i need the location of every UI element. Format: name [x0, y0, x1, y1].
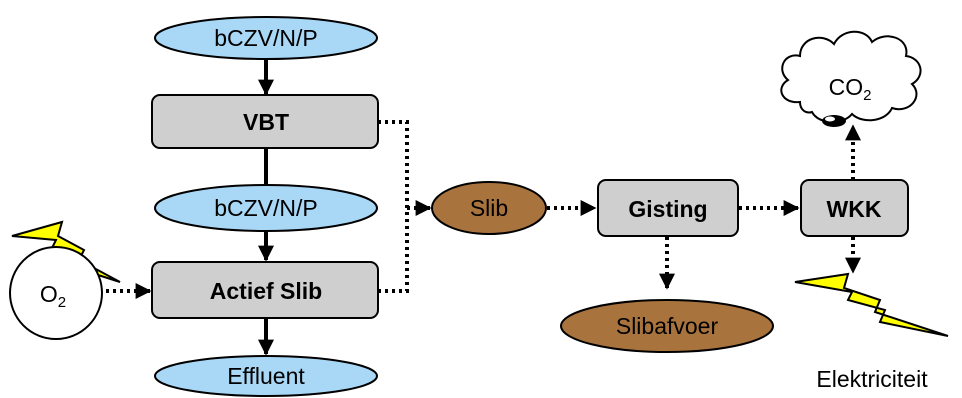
mid-stream-node: bCZV/N/P	[154, 184, 378, 232]
vbt-box	[151, 94, 379, 149]
wkk-label: WKK	[827, 196, 882, 222]
oxygen-label: O2	[40, 281, 66, 311]
slib-ellipse	[431, 181, 547, 235]
gisting-label: Gisting	[628, 196, 707, 222]
mid-stream-label: bCZV/N/P	[214, 195, 318, 221]
elektriciteit-label: Elektriciteit	[816, 366, 928, 392]
effluent-label: Effluent	[227, 363, 305, 389]
oxygen-node: O2	[9, 220, 121, 340]
influent-label: bCZV/N/P	[214, 25, 318, 51]
oxygen-circle	[9, 246, 103, 340]
co2-label: CO2	[829, 74, 872, 104]
influent-ellipse	[154, 16, 378, 60]
vbt-node: VBT	[151, 94, 379, 149]
dotted-actief-slib-to-slib	[378, 208, 409, 293]
co2-cloud-puff-icon	[822, 115, 846, 127]
effluent-node: Effluent	[154, 355, 378, 397]
actief-slib-node: Actief Slib	[151, 261, 379, 319]
slibafvoer-ellipse	[560, 299, 774, 353]
slib-node: Slib	[431, 181, 547, 235]
mid-stream-ellipse	[154, 184, 378, 232]
co2-cloud-puff-highlight	[825, 116, 835, 122]
wkk-node: WKK	[800, 179, 909, 237]
lightning-elektriciteit-icon	[794, 272, 949, 337]
slib-label: Slib	[470, 195, 508, 221]
co2-node: CO2	[780, 30, 922, 127]
connectors	[106, 60, 861, 356]
influent-node: bCZV/N/P	[154, 16, 378, 60]
wkk-box	[800, 179, 909, 237]
actief-slib-label: Actief Slib	[210, 278, 322, 304]
dotted-vbt-to-slib	[378, 120, 409, 208]
gisting-box	[597, 179, 739, 237]
slibafvoer-node: Slibafvoer	[560, 299, 774, 353]
elektriciteit-node: Elektriciteit	[794, 272, 949, 392]
effluent-ellipse	[154, 355, 378, 397]
actief-slib-box	[151, 261, 379, 319]
vbt-label: VBT	[243, 109, 289, 135]
slibafvoer-label: Slibafvoer	[616, 313, 719, 339]
gisting-node: Gisting	[597, 179, 739, 237]
